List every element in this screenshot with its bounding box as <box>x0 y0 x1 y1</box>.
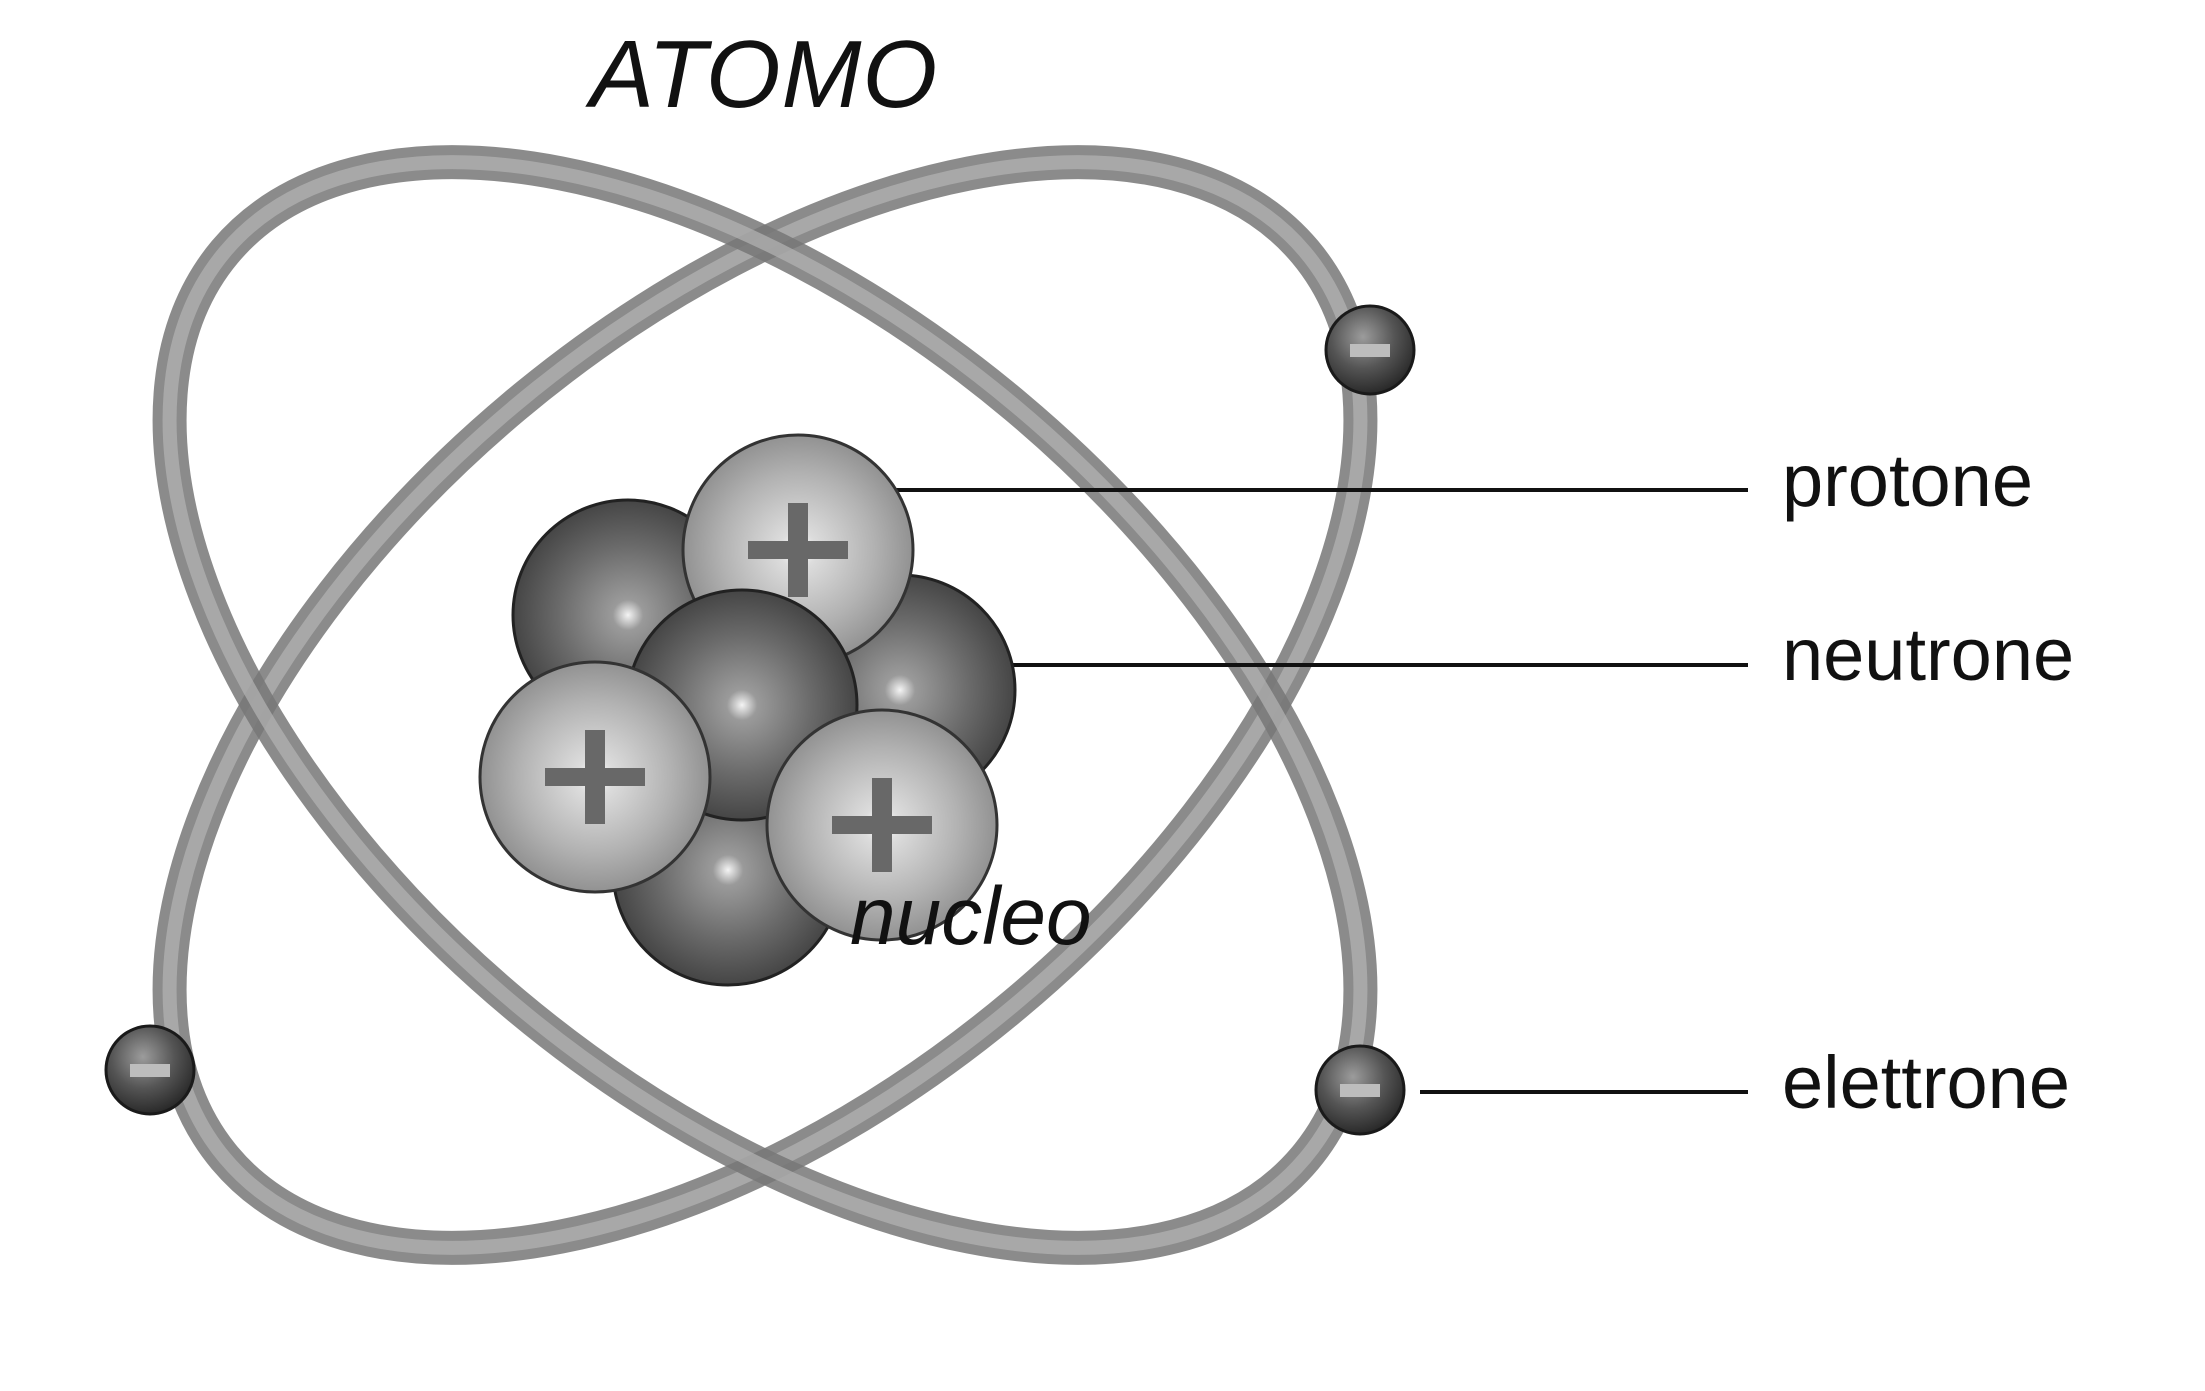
proton-icon <box>765 708 999 942</box>
electron-icon <box>1314 1044 1406 1136</box>
orbit-icon <box>152 145 1378 1265</box>
neutron-label: neutrone <box>1782 613 2075 696</box>
nucleus <box>478 433 1017 987</box>
electron-label: elettrone <box>1782 1041 2070 1124</box>
electron-icon <box>104 1024 196 1116</box>
proton-icon <box>478 660 712 894</box>
orbit-icon <box>152 145 1378 1265</box>
diagram-title: ATOMO <box>590 21 939 128</box>
electron-icon <box>1324 304 1416 396</box>
proton-label: protone <box>1782 439 2033 522</box>
nucleus-label: nucleo <box>850 871 1092 962</box>
